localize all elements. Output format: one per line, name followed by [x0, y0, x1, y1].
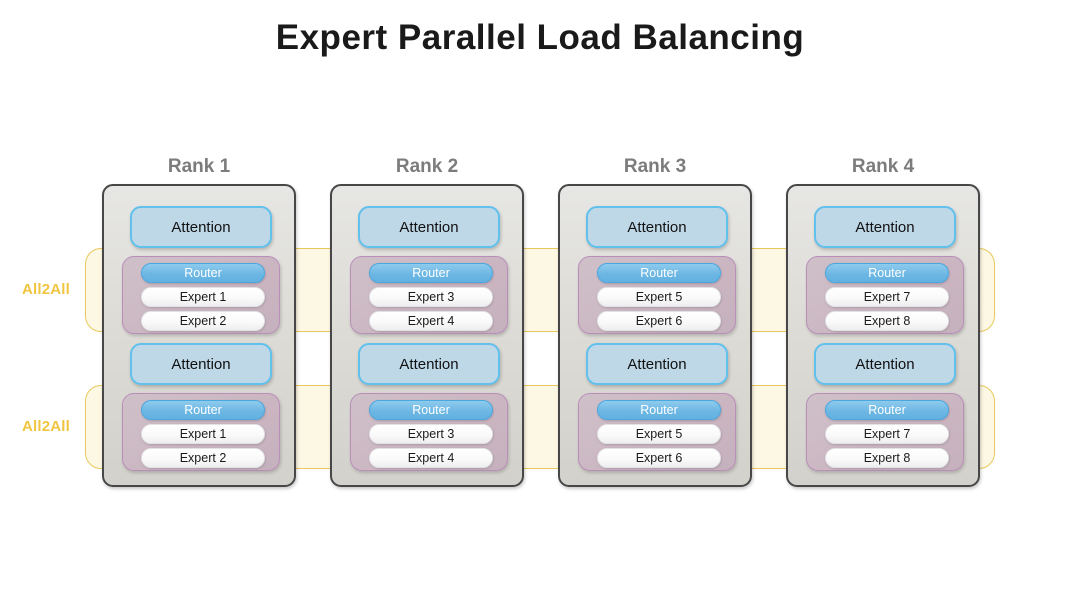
- expert-block[interactable]: Expert 8: [825, 311, 949, 331]
- expert-block[interactable]: Expert 2: [141, 448, 265, 468]
- router-block[interactable]: Router: [369, 263, 493, 283]
- expert-block[interactable]: Expert 4: [369, 448, 493, 468]
- rank-label: Rank 3: [623, 156, 687, 177]
- attention-block[interactable]: Attention: [814, 343, 956, 385]
- page-title: Expert Parallel Load Balancing: [275, 18, 805, 57]
- expert-block[interactable]: Expert 6: [597, 448, 721, 468]
- rank-label: Rank 4: [851, 156, 915, 177]
- expert-block[interactable]: Expert 3: [369, 424, 493, 444]
- attention-block[interactable]: Attention: [130, 206, 272, 248]
- all2all-label: All2All: [21, 418, 71, 435]
- expert-block[interactable]: Expert 4: [369, 311, 493, 331]
- expert-block[interactable]: Expert 6: [597, 311, 721, 331]
- attention-block[interactable]: Attention: [130, 343, 272, 385]
- expert-block[interactable]: Expert 7: [825, 424, 949, 444]
- attention-block[interactable]: Attention: [814, 206, 956, 248]
- router-block[interactable]: Router: [597, 400, 721, 420]
- expert-block[interactable]: Expert 5: [597, 287, 721, 307]
- expert-block[interactable]: Expert 7: [825, 287, 949, 307]
- expert-block[interactable]: Expert 8: [825, 448, 949, 468]
- all2all-label: All2All: [21, 281, 71, 298]
- router-block[interactable]: Router: [369, 400, 493, 420]
- expert-block[interactable]: Expert 1: [141, 287, 265, 307]
- router-block[interactable]: Router: [597, 263, 721, 283]
- attention-block[interactable]: Attention: [358, 206, 500, 248]
- rank-label: Rank 1: [167, 156, 231, 177]
- expert-block[interactable]: Expert 2: [141, 311, 265, 331]
- router-block[interactable]: Router: [141, 400, 265, 420]
- router-block[interactable]: Router: [825, 263, 949, 283]
- attention-block[interactable]: Attention: [586, 206, 728, 248]
- router-block[interactable]: Router: [825, 400, 949, 420]
- attention-block[interactable]: Attention: [358, 343, 500, 385]
- rank-label: Rank 2: [395, 156, 459, 177]
- expert-block[interactable]: Expert 1: [141, 424, 265, 444]
- attention-block[interactable]: Attention: [586, 343, 728, 385]
- expert-block[interactable]: Expert 3: [369, 287, 493, 307]
- router-block[interactable]: Router: [141, 263, 265, 283]
- expert-block[interactable]: Expert 5: [597, 424, 721, 444]
